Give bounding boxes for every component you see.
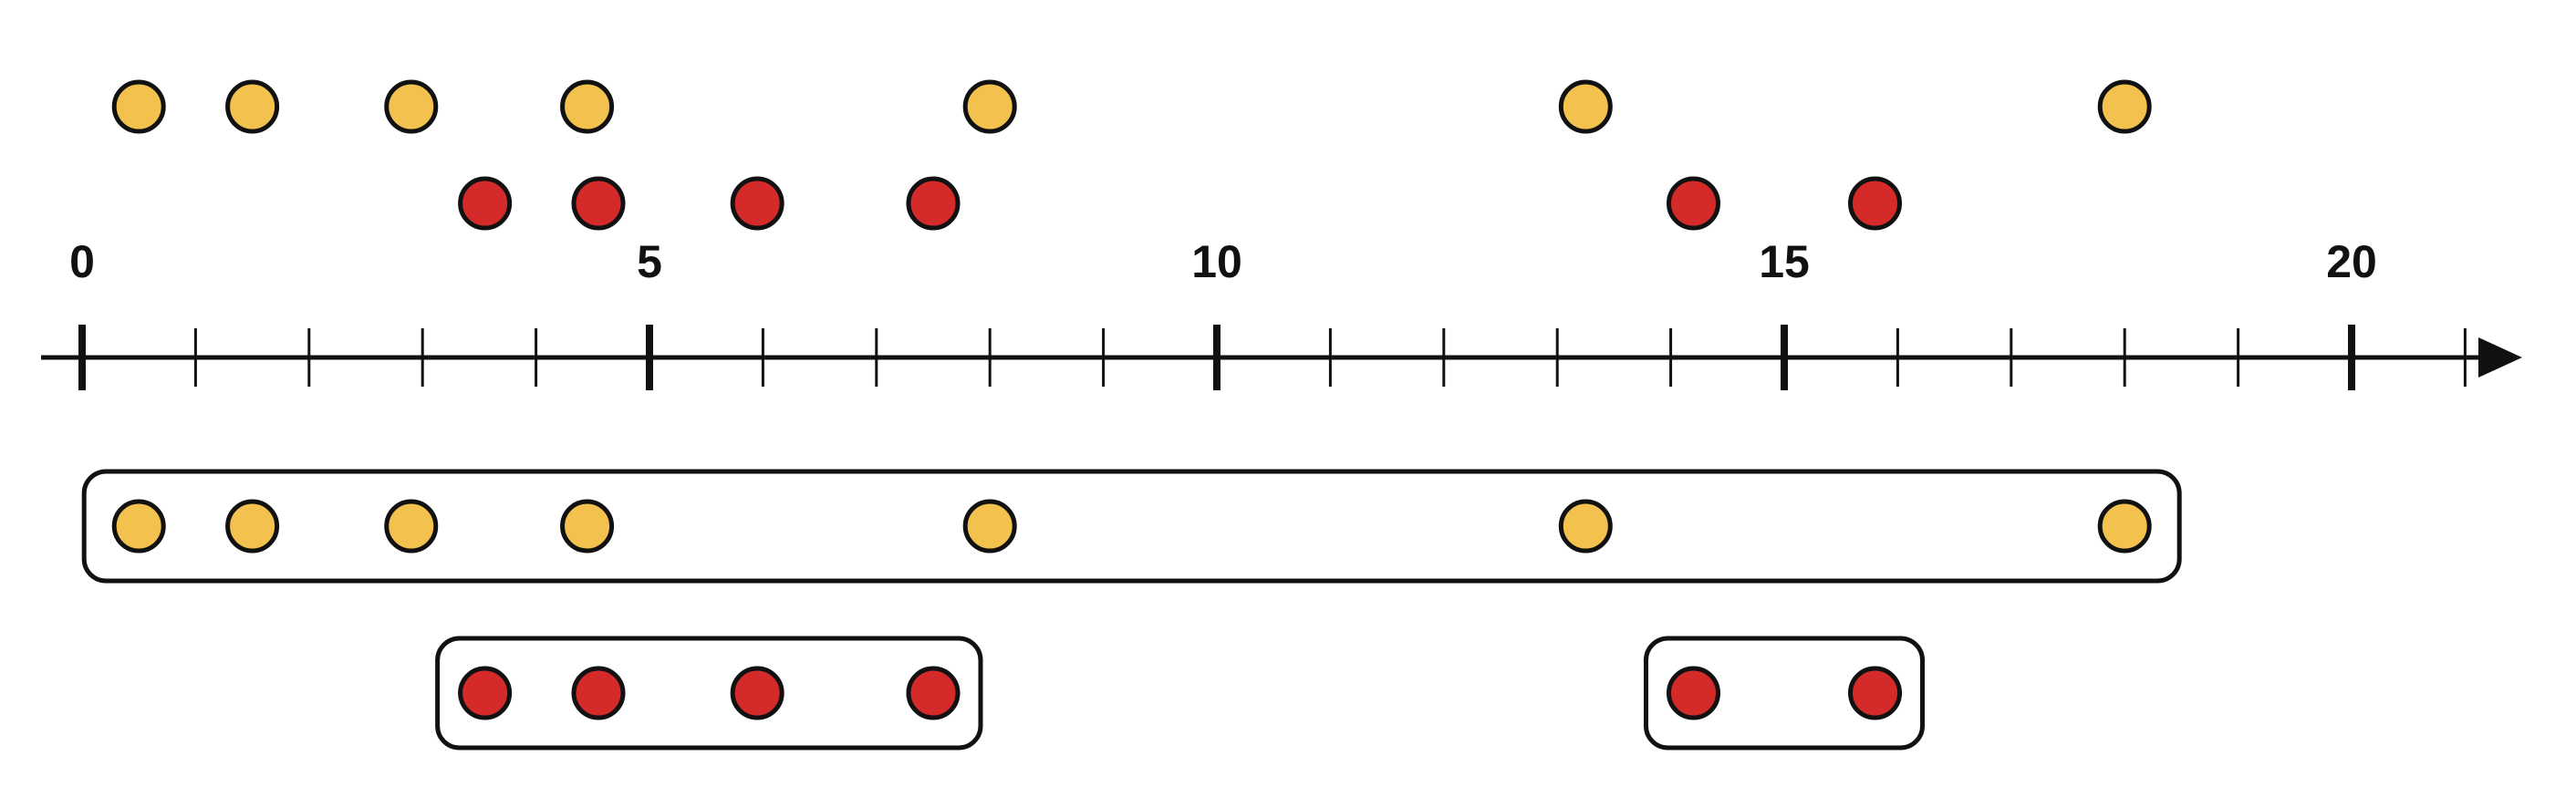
red-point bbox=[1848, 176, 1903, 231]
red-point bbox=[906, 176, 961, 231]
tick-label-5: 5 bbox=[637, 236, 662, 287]
yellow-group-point bbox=[560, 499, 615, 554]
number-line-axis bbox=[41, 325, 2522, 390]
yellow-point bbox=[1558, 79, 1613, 134]
red-point bbox=[458, 176, 513, 231]
yellow-point bbox=[111, 79, 166, 134]
group-box bbox=[81, 469, 2182, 584]
yellow-point bbox=[560, 79, 615, 134]
yellow-group-point bbox=[225, 499, 280, 554]
tick-label-20: 20 bbox=[2326, 236, 2377, 287]
red-group-point bbox=[730, 666, 784, 720]
red-group-point bbox=[458, 666, 513, 720]
tick-label-10: 10 bbox=[1191, 236, 1242, 287]
grouped-points bbox=[81, 469, 2182, 750]
red-point bbox=[730, 176, 784, 231]
unsorted-points bbox=[111, 79, 2152, 231]
red-point bbox=[571, 176, 626, 231]
yellow-point bbox=[2097, 79, 2152, 134]
tick-label-15: 15 bbox=[1759, 236, 1810, 287]
red-group-point bbox=[571, 666, 626, 720]
red-group-point bbox=[1666, 666, 1720, 720]
red-group-point bbox=[1848, 666, 1903, 720]
group-box bbox=[435, 636, 983, 750]
yellow-group-point bbox=[1558, 499, 1613, 554]
yellow-group-point bbox=[111, 499, 166, 554]
yellow-group-point bbox=[962, 499, 1017, 554]
group-box bbox=[1643, 636, 1926, 750]
tick-labels: 0 5 10 15 20 bbox=[69, 236, 2377, 287]
yellow-group-point bbox=[384, 499, 439, 554]
red-group-point bbox=[906, 666, 961, 720]
red-point bbox=[1666, 176, 1720, 231]
yellow-group-point bbox=[2097, 499, 2152, 554]
yellow-point bbox=[225, 79, 280, 134]
yellow-point bbox=[962, 79, 1017, 134]
tick-label-0: 0 bbox=[69, 236, 95, 287]
axis-arrowhead bbox=[2478, 337, 2522, 378]
yellow-point bbox=[384, 79, 439, 134]
